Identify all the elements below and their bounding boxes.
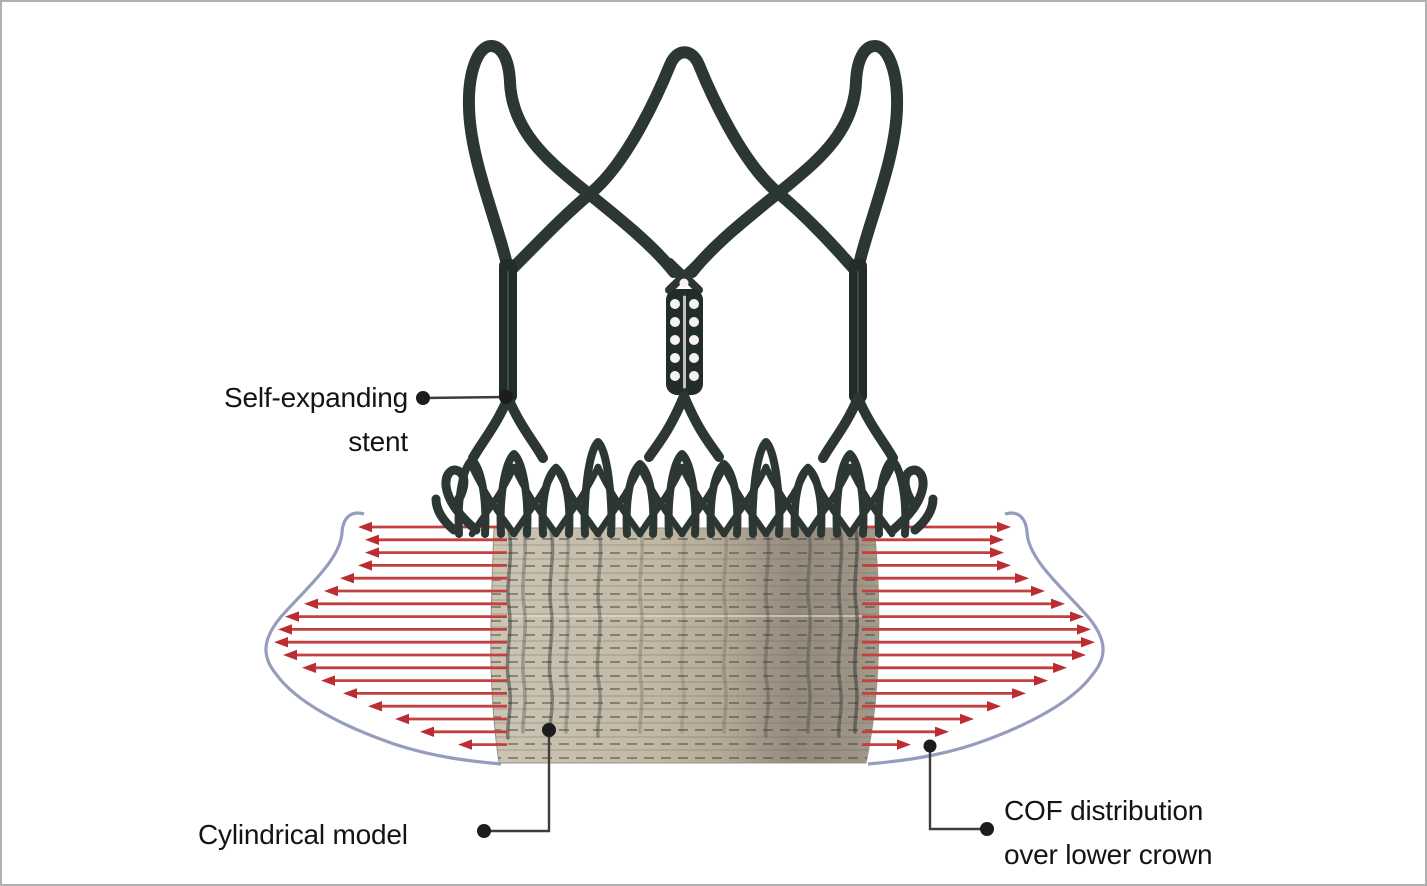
stent-v-splits [468,391,898,463]
stent-strut-right [849,259,867,403]
cof-arrow-left-8 [278,624,507,635]
cof-arrow-left-11 [302,662,507,673]
cof-arrow-right-2 [862,547,1004,558]
label-cof-distribution: COF distribution over lower crown [1004,795,1213,870]
cof-arrow-right-3 [862,560,1011,571]
embedded-stent-wires [505,528,859,740]
cof-profile-curve-left [264,511,502,766]
cof-arrows-left [274,521,507,750]
stent-crown-loops [462,40,904,280]
leader-line-stent [422,395,507,400]
cof-arrow-left-5 [324,585,507,597]
leader-lines [422,395,987,833]
leader-dot-cylinder-label [477,824,491,838]
cof-arrow-right-16 [862,726,949,737]
cof-arrow-right-13 [862,688,1026,699]
stent-frame [431,40,938,538]
cof-arrow-right-4 [862,573,1029,584]
cof-arrow-right-8 [862,624,1091,635]
lower-crown-lattice [468,463,896,538]
cof-arrow-left-9 [274,637,507,648]
cof-arrow-right-1 [862,534,1004,545]
cof-arrow-left-15 [395,713,507,725]
leader-dot-stent-label [416,391,430,405]
cof-arrow-right-6 [862,598,1065,609]
cylindrical-model-shape [490,527,880,764]
cof-arrow-right-7 [862,611,1084,622]
cof-arrow-left-1 [365,534,507,545]
cof-arrow-right-5 [862,585,1045,597]
cof-arrow-right-12 [862,675,1048,686]
leader-dot-stent-anchor [499,390,513,404]
lower-crown-outer-hooks [431,465,938,535]
cof-arrow-left-7 [285,611,507,622]
cof-arrow-left-14 [368,701,507,712]
cof-arrow-left-4 [340,573,507,584]
cof-arrow-right-15 [862,713,974,725]
cof-arrow-left-13 [343,688,507,699]
cof-arrow-right-14 [862,701,1001,712]
cof-arrow-right-11 [862,662,1067,673]
cof-profile-curve-right [867,511,1105,766]
cof-arrow-left-3 [358,560,507,571]
cof-arrow-left-16 [420,726,507,737]
leader-dot-cylinder-anchor [542,723,556,737]
label-self-expanding-stent: Self-expanding stent [224,382,408,457]
label-cylindrical-model: Cylindrical model [198,819,408,850]
stent-strut-left [499,259,517,403]
cof-arrow-left-2 [365,547,507,558]
leader-line-cof [928,746,987,831]
stent-eyelet-paddle [665,258,703,395]
cof-arrow-right-9 [862,637,1095,648]
cof-arrow-right-10 [862,649,1086,661]
leader-dot-cof-anchor [923,739,937,753]
leader-dot-cof-label [980,822,994,836]
cof-arrow-left-6 [304,598,507,609]
cof-arrows-right [862,521,1095,750]
cylinder-texture [491,528,879,759]
cof-arrow-left-12 [321,675,507,686]
cof-arrow-right-17 [862,739,911,750]
cof-arrow-left-17 [458,739,507,750]
leader-line-cylinder [484,730,551,833]
leader-dots [416,390,994,838]
cof-arrow-left-10 [283,649,507,661]
